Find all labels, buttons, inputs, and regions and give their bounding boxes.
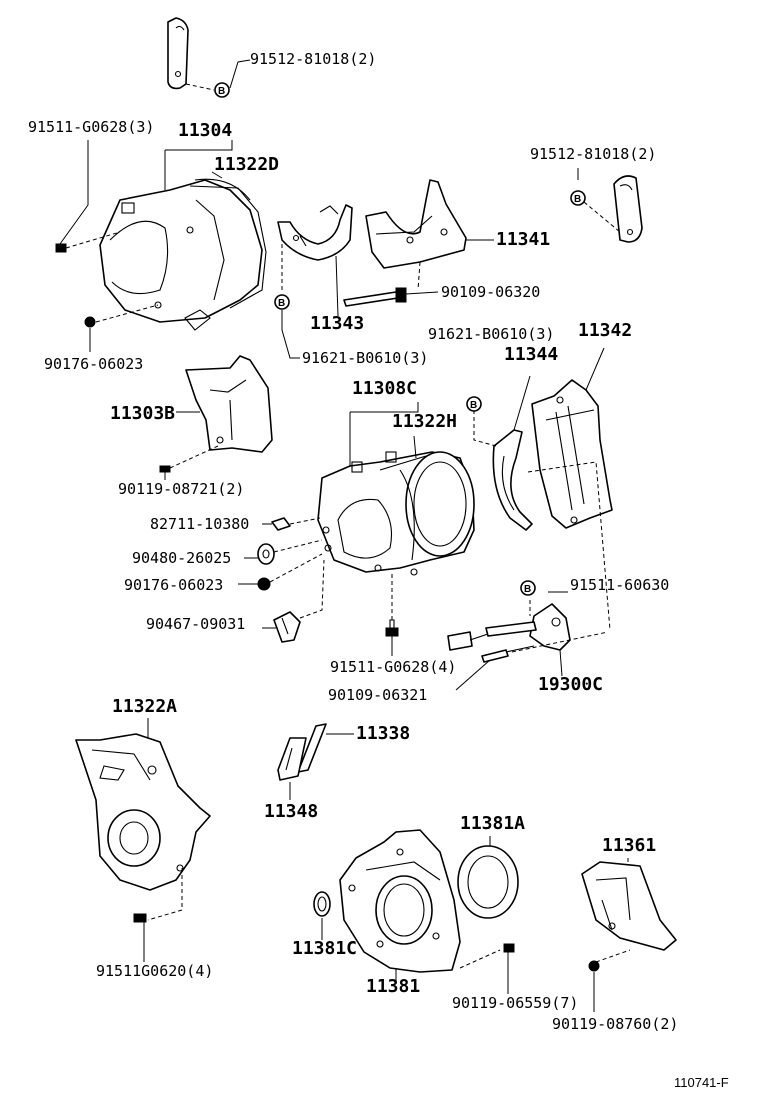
timing-cover-upper-left — [55, 140, 267, 352]
label-82711-10380: 82711-10380 — [150, 515, 250, 533]
sensor-19300C — [447, 591, 609, 691]
label-11344: 11344 — [504, 344, 559, 365]
label-11361: 11361 — [602, 835, 657, 856]
marker-b-center-letter: B — [470, 400, 477, 411]
label-11322D: 11322D — [214, 154, 280, 175]
label-90119-08721: 90119-08721(2) — [118, 480, 245, 498]
marker-b-right-letter: B — [574, 194, 581, 205]
marker-b-center: B — [466, 396, 482, 412]
label-91511-G0628-3: 91511-G0628(3) — [28, 118, 155, 136]
label-90109-06321: 90109-06321 — [328, 686, 428, 704]
label-11303B: 11303B — [110, 403, 176, 424]
guide-11338 — [297, 723, 354, 773]
diagram-reference-code: 110741-F — [674, 1075, 729, 1090]
plate-11361 — [581, 858, 677, 1012]
label-11322A: 11322A — [112, 696, 178, 717]
label-11381: 11381 — [366, 976, 421, 997]
label-91621-B0610-left: 91621-B0610(3) — [302, 349, 429, 367]
marker-b-right: B — [570, 190, 586, 206]
marker-b-top-letter: B — [218, 86, 225, 97]
label-90176-06023-top: 90176-06023 — [44, 355, 144, 373]
oring-11381C — [313, 891, 331, 940]
label-11381C: 11381C — [292, 938, 358, 959]
label-11338: 11338 — [356, 723, 411, 744]
cover-11342 — [527, 347, 613, 631]
grommet-90480-26025 — [244, 539, 323, 565]
leader-91621-left — [281, 310, 300, 359]
hook-bracket-top — [167, 17, 251, 91]
bolt-91511-G0628-4 — [385, 574, 399, 656]
label-90176-06023-mid: 90176-06023 — [124, 576, 224, 594]
label-11381A: 11381A — [460, 813, 526, 834]
label-90119-06559: 90119-06559(7) — [452, 994, 579, 1012]
hook-bracket-right — [577, 168, 643, 243]
label-19300C: 19300C — [538, 674, 604, 695]
marker-b-top: B — [214, 82, 230, 98]
label-90467-09031: 90467-09031 — [146, 615, 246, 633]
cover-11303B — [159, 355, 273, 480]
cover-11343 — [277, 204, 353, 317]
label-91512-81018-top: 91512-81018(2) — [250, 50, 377, 68]
label-11322H: 11322H — [392, 411, 458, 432]
bolt-90109-06320 — [343, 287, 439, 307]
clamp-90467-09031 — [262, 559, 325, 643]
label-11341: 11341 — [496, 229, 551, 250]
label-11342: 11342 — [578, 320, 633, 341]
cover-11344 — [473, 375, 533, 531]
marker-b-mid: B — [274, 294, 290, 310]
label-90119-08760: 90119-08760(2) — [552, 1015, 679, 1033]
label-91511-60630: 91511-60630 — [570, 576, 670, 594]
timing-cover-lower — [75, 718, 211, 962]
label-11343: 11343 — [310, 313, 365, 334]
label-90480-26025: 90480-26025 — [132, 549, 232, 567]
marker-b-sensor-letter: B — [524, 584, 531, 595]
label-90109-06320: 90109-06320 — [441, 283, 541, 301]
label-11308C: 11308C — [352, 378, 418, 399]
nut-90176-06023-mid — [238, 553, 323, 591]
cover-11341 — [365, 179, 494, 291]
label-11304: 11304 — [178, 120, 233, 141]
label-91511-G0628-4: 91511-G0628(4) — [330, 658, 457, 676]
label-91512-81018-right: 91512-81018(2) — [530, 145, 657, 163]
seal-11381A — [457, 836, 519, 994]
label-11348: 11348 — [264, 801, 319, 822]
clip-82711-10380 — [262, 517, 321, 531]
damper-11348 — [277, 737, 307, 800]
timing-cover-center — [317, 402, 475, 576]
marker-b-mid-letter: B — [278, 298, 285, 309]
housing-11381 — [339, 829, 501, 982]
label-91511G0620: 91511G0620(4) — [96, 962, 214, 980]
marker-b-sensor: B — [520, 580, 536, 596]
label-91621-B0610-right: 91621-B0610(3) — [428, 325, 555, 343]
